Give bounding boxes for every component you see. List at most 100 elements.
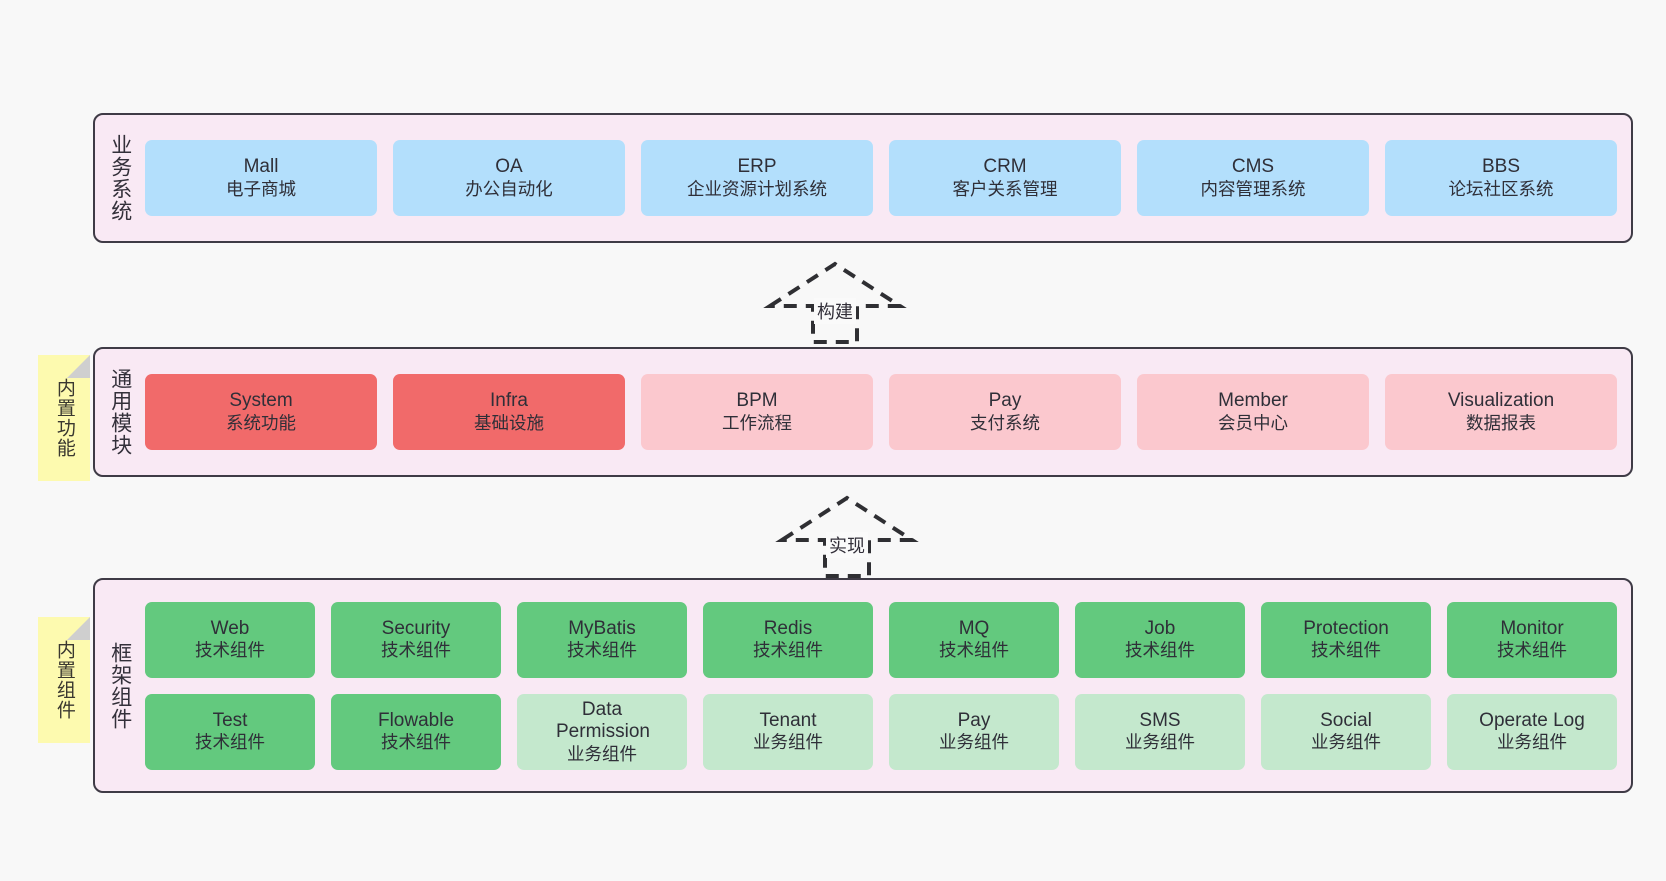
node-subtitle: 论坛社区系统 <box>1448 178 1554 199</box>
node-pay-component[interactable]: Pay 业务组件 <box>889 693 1059 770</box>
node-subtitle: 工作流程 <box>722 412 792 433</box>
node-subtitle: 业务组件 <box>1497 732 1567 753</box>
node-flowable[interactable]: Flowable 技术组件 <box>331 693 501 770</box>
node-subtitle: 技术组件 <box>1125 640 1195 661</box>
node-title: MQ <box>958 617 990 639</box>
node-title: BPM <box>736 390 778 412</box>
node-redis[interactable]: Redis 技术组件 <box>703 601 873 678</box>
node-title: Test <box>212 709 248 731</box>
node-row: System 系统功能 Infra 基础设施 BPM 工作流程 Pay 支付系统… <box>145 374 1617 450</box>
node-monitor[interactable]: Monitor 技术组件 <box>1447 601 1617 678</box>
node-title: Security <box>381 617 451 639</box>
node-title: System <box>229 390 293 412</box>
node-title: BBS <box>1481 156 1521 178</box>
sticky-note-label: 内置组件 <box>53 640 75 720</box>
node-title: Infra <box>489 390 529 412</box>
node-oa[interactable]: OA 办公自动化 <box>393 140 625 216</box>
node-title: Flowable <box>377 709 455 731</box>
node-bpm[interactable]: BPM 工作流程 <box>641 374 873 450</box>
node-infra[interactable]: Infra 基础设施 <box>393 374 625 450</box>
dashed-hollow-arrow-icon <box>763 261 907 344</box>
node-title: Job <box>1144 617 1176 639</box>
node-visualization[interactable]: Visualization 数据报表 <box>1385 374 1617 450</box>
node-mall[interactable]: Mall 电子商城 <box>145 140 377 216</box>
node-social[interactable]: Social 业务组件 <box>1261 693 1431 770</box>
node-row: Mall 电子商城 OA 办公自动化 ERP 企业资源计划系统 CRM 客户关系… <box>145 140 1617 216</box>
node-subtitle: 技术组件 <box>939 640 1009 661</box>
node-test[interactable]: Test 技术组件 <box>145 693 315 770</box>
node-member[interactable]: Member 会员中心 <box>1137 374 1369 450</box>
node-title: Pay <box>988 390 1022 412</box>
node-data-permission[interactable]: Data Permission 业务组件 <box>517 693 687 770</box>
node-subtitle: 技术组件 <box>195 640 265 661</box>
layer-title-framework-components: 框架组件 <box>108 641 132 730</box>
layer-business-systems: 业务系统 Mall 电子商城 OA 办公自动化 ERP 企业资源计划系统 CRM… <box>93 113 1633 243</box>
node-title: Monitor <box>1500 617 1564 639</box>
node-title: SMS <box>1139 709 1181 731</box>
node-subtitle: 技术组件 <box>1497 640 1567 661</box>
node-title: Redis <box>763 617 813 639</box>
node-title: Protection <box>1303 617 1389 639</box>
layer-title-common-modules: 通用模块 <box>108 368 132 456</box>
node-subtitle: 业务组件 <box>1311 732 1381 753</box>
layer-title-business-systems: 业务系统 <box>108 134 132 222</box>
node-pay-module[interactable]: Pay 支付系统 <box>889 374 1121 450</box>
connector-build: 构建 <box>760 258 910 348</box>
sticky-note-builtin-features: 内置功能 <box>38 355 90 481</box>
node-subtitle: 技术组件 <box>753 640 823 661</box>
layer-body-business-systems: Mall 电子商城 OA 办公自动化 ERP 企业资源计划系统 CRM 客户关系… <box>137 115 1631 241</box>
node-title: Tenant <box>759 709 817 731</box>
node-tenant[interactable]: Tenant 业务组件 <box>703 693 873 770</box>
connector-label: 构建 <box>814 298 856 324</box>
node-subtitle: 业务组件 <box>1125 732 1195 753</box>
node-subtitle: 系统功能 <box>226 412 296 433</box>
node-subtitle: 技术组件 <box>195 732 265 753</box>
node-security[interactable]: Security 技术组件 <box>331 601 501 678</box>
node-title: Web <box>210 617 250 639</box>
node-title: CRM <box>983 156 1027 178</box>
node-cms[interactable]: CMS 内容管理系统 <box>1137 140 1369 216</box>
node-subtitle: 数据报表 <box>1466 412 1536 433</box>
node-subtitle: 业务组件 <box>939 732 1009 753</box>
node-subtitle: 电子商城 <box>226 178 296 199</box>
node-title: CMS <box>1231 156 1275 178</box>
node-title: MyBatis <box>568 617 636 639</box>
node-operate-log[interactable]: Operate Log 业务组件 <box>1447 693 1617 770</box>
node-title: Member <box>1218 390 1288 412</box>
node-erp[interactable]: ERP 企业资源计划系统 <box>641 140 873 216</box>
layer-body-common-modules: System 系统功能 Infra 基础设施 BPM 工作流程 Pay 支付系统… <box>137 349 1631 475</box>
node-title: Data Permission <box>556 698 650 743</box>
node-bbs[interactable]: BBS 论坛社区系统 <box>1385 140 1617 216</box>
node-title: Pay <box>957 709 991 731</box>
node-subtitle: 基础设施 <box>474 412 544 433</box>
node-subtitle: 技术组件 <box>381 732 451 753</box>
node-sms[interactable]: SMS 业务组件 <box>1075 693 1245 770</box>
node-title: ERP <box>737 156 777 178</box>
node-title: Operate Log <box>1479 709 1585 731</box>
node-row: Test 技术组件 Flowable 技术组件 Data Permission … <box>145 693 1617 770</box>
node-row: Web 技术组件 Security 技术组件 MyBatis 技术组件 Redi… <box>145 601 1617 678</box>
node-system[interactable]: System 系统功能 <box>145 374 377 450</box>
node-subtitle: 技术组件 <box>567 640 637 661</box>
node-title: Mall <box>243 156 279 178</box>
node-web[interactable]: Web 技术组件 <box>145 601 315 678</box>
node-protection[interactable]: Protection 技术组件 <box>1261 601 1431 678</box>
node-subtitle: 业务组件 <box>567 743 637 764</box>
connector-implement: 实现 <box>772 492 922 582</box>
node-title: Social <box>1320 709 1372 731</box>
node-title: OA <box>495 156 523 178</box>
dashed-hollow-arrow-icon <box>775 495 919 578</box>
node-crm[interactable]: CRM 客户关系管理 <box>889 140 1121 216</box>
node-subtitle: 会员中心 <box>1218 412 1288 433</box>
node-subtitle: 内容管理系统 <box>1200 178 1306 199</box>
sticky-note-builtin-components: 内置组件 <box>38 617 90 743</box>
node-subtitle: 支付系统 <box>970 412 1040 433</box>
node-subtitle: 客户关系管理 <box>952 178 1058 199</box>
node-mq[interactable]: MQ 技术组件 <box>889 601 1059 678</box>
node-title: Visualization <box>1447 390 1555 412</box>
node-mybatis[interactable]: MyBatis 技术组件 <box>517 601 687 678</box>
layer-framework-components: 框架组件 Web 技术组件 Security 技术组件 MyBatis 技术组件… <box>93 578 1633 793</box>
sticky-note-label: 内置功能 <box>53 378 75 458</box>
node-job[interactable]: Job 技术组件 <box>1075 601 1245 678</box>
